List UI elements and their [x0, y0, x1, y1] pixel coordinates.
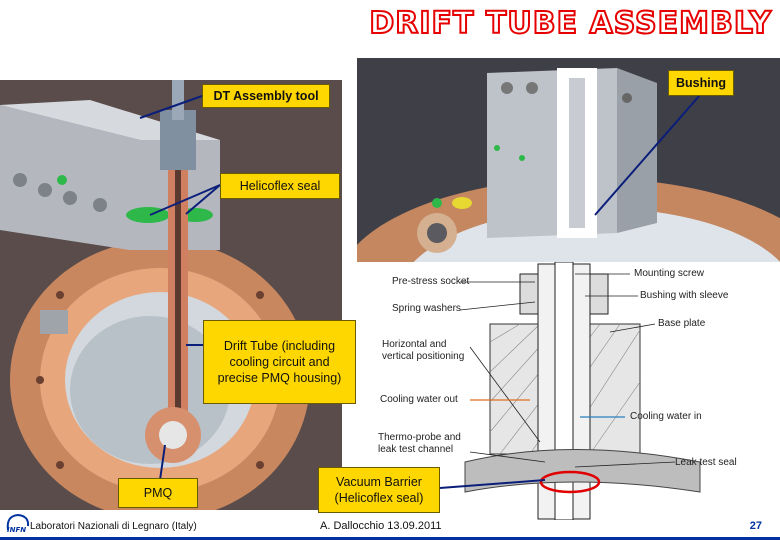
label-drift-tube: Drift Tube (including cooling circuit an…	[203, 320, 356, 404]
label-pmq: PMQ	[118, 478, 198, 508]
label-dt-assembly-tool: DT Assembly tool	[202, 84, 330, 108]
label-cooling-out: Cooling water out	[380, 394, 458, 405]
label-pre-stress-socket: Pre-stress socket	[392, 276, 470, 287]
label-bushing-sleeve: Bushing with sleeve	[640, 290, 729, 301]
label-leak-test-seal: Leak test seal	[675, 457, 737, 468]
assembly-render-drawing	[0, 80, 342, 510]
label-cooling-in: Cooling water in	[630, 411, 702, 422]
label-base-plate: Base plate	[658, 318, 706, 329]
assembly-render	[0, 80, 342, 510]
page-number: 27	[749, 520, 762, 532]
label-positioning: Horizontal and vertical positioning	[382, 339, 465, 362]
infn-logo-mark: INFN	[6, 513, 30, 534]
infn-logo-text: INFN	[7, 526, 26, 534]
label-vacuum-barrier: Vacuum Barrier (Helicoflex seal)	[318, 467, 440, 513]
footer-lab: Laboratori Nazionali di Legnaro (Italy)	[30, 521, 197, 532]
label-helicoflex-seal: Helicoflex seal	[220, 173, 340, 199]
label-thermo-probe: Thermo-probe and leak test channel	[378, 432, 461, 455]
label-mounting-screw: Mounting screw	[634, 268, 705, 279]
label-bushing: Bushing	[668, 70, 734, 96]
footer-divider	[0, 537, 780, 540]
technical-drawing: Pre-stress socket Spring washers Horizon…	[370, 262, 780, 520]
infn-logo: INFN	[4, 512, 32, 534]
footer-author: A. Dallocchio 13.09.2011	[320, 520, 442, 532]
label-spring-washers: Spring washers	[392, 303, 461, 314]
slide-title: DRIFT TUBE ASSEMBLY	[368, 5, 772, 42]
